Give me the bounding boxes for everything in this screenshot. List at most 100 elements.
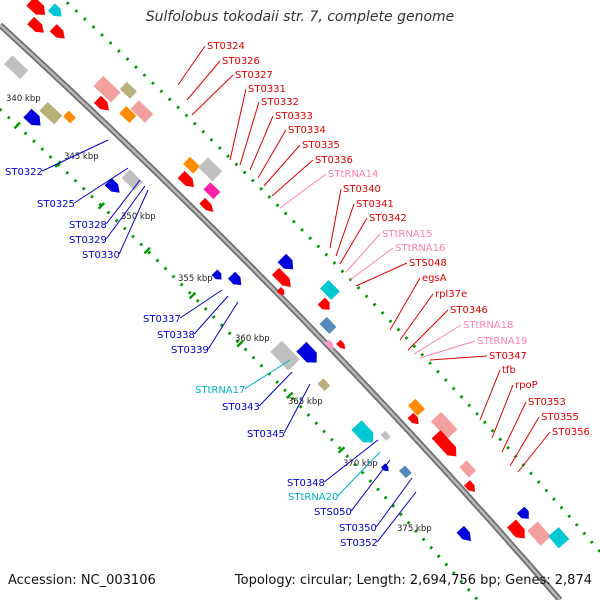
kbp-tick-mark	[97, 202, 106, 210]
feature-label: ST0331	[248, 84, 286, 95]
guide-dot	[589, 540, 594, 545]
leader-line	[339, 217, 368, 265]
leader-line	[249, 115, 274, 171]
guide-dot	[388, 319, 393, 324]
feature-label: STtRNA16	[395, 243, 445, 254]
accession-text: Accession: NC_003106	[8, 573, 156, 588]
guide-dot	[332, 261, 337, 265]
map-title: Sulfolobus tokodaii str. 7, complete gen…	[145, 9, 455, 25]
gene-feature	[464, 480, 476, 492]
gene-feature	[49, 24, 65, 39]
guide-dot	[376, 487, 380, 492]
guide-dot	[406, 520, 411, 525]
guide-dot	[356, 285, 361, 290]
feature-label: ST0350	[339, 523, 377, 534]
guide-dot	[467, 403, 472, 408]
leader-line	[345, 233, 381, 273]
leader-line	[323, 439, 379, 483]
guide-dot	[340, 269, 345, 274]
guide-dot	[466, 587, 471, 592]
feature-label: ST0347	[489, 351, 527, 362]
guide-dot	[108, 41, 113, 45]
guide-dot	[203, 307, 208, 311]
gene-feature	[27, 16, 44, 33]
guide-dot	[451, 571, 456, 575]
leader-line	[179, 289, 223, 319]
gene-feature	[177, 170, 195, 188]
guide-dot	[134, 65, 138, 70]
guide-dot	[131, 234, 135, 239]
guide-dot	[567, 514, 572, 519]
gene-feature	[47, 3, 62, 17]
leader-line	[41, 139, 109, 172]
feature-label: ST0352	[340, 538, 378, 549]
guide-dot	[391, 504, 396, 508]
guide-dot	[192, 121, 197, 126]
gene-feature	[296, 341, 317, 363]
feature-label: tfb	[502, 365, 516, 376]
gene-feature	[119, 81, 137, 99]
guide-dot	[459, 395, 464, 399]
gene-feature	[104, 178, 120, 193]
gene-feature	[431, 430, 457, 457]
kbp-tick-mark	[337, 446, 346, 454]
gene-feature	[548, 527, 570, 549]
leader-line	[329, 188, 342, 249]
gene-feature	[407, 412, 419, 425]
guide-dot	[259, 186, 264, 191]
guide-dot	[142, 73, 147, 78]
gene-feature	[516, 506, 529, 519]
feature-label: ST0342	[369, 213, 407, 224]
feature-label: ST0345	[247, 429, 285, 440]
guide-dot	[368, 479, 373, 483]
gene-feature	[119, 106, 137, 123]
guide-dot	[474, 596, 479, 600]
leader-line	[376, 491, 417, 543]
guide-dot	[147, 250, 152, 255]
gene-feature	[199, 197, 214, 213]
feature-label: STtRNA19	[477, 336, 527, 347]
guide-dot	[383, 495, 388, 500]
guide-dot	[163, 266, 168, 271]
kbp-tick-label: 350 kbp	[121, 212, 156, 222]
backbone-highlight	[0, 24, 561, 600]
leader-line	[375, 477, 413, 528]
leader-line	[335, 203, 355, 257]
gene-feature	[324, 339, 334, 349]
guide-dot	[184, 113, 189, 118]
leader-line	[244, 359, 291, 390]
guide-dot	[353, 462, 357, 467]
leader-line	[257, 129, 287, 179]
guide-dot	[6, 115, 11, 120]
feature-label: STtRNA17	[195, 385, 245, 396]
guide-dot	[559, 505, 564, 510]
guide-dot	[125, 57, 130, 61]
guide-dot	[475, 411, 479, 416]
guide-dot	[364, 294, 369, 299]
gene-feature	[408, 398, 425, 416]
guide-dot	[234, 162, 239, 167]
guide-dot	[106, 210, 111, 215]
leader-line	[207, 301, 239, 350]
guide-dot	[122, 226, 127, 231]
guide-dot	[490, 428, 495, 433]
gene-feature	[527, 521, 551, 546]
leader-line	[271, 159, 314, 197]
feature-label: ST0348	[287, 478, 325, 489]
guide-dot	[337, 446, 342, 450]
feature-label: ST0334	[288, 125, 326, 136]
guide-dot	[316, 244, 321, 249]
leader-line	[501, 401, 527, 453]
feature-label: ST0328	[69, 220, 107, 231]
gene-feature	[430, 411, 458, 439]
gene-feature	[336, 339, 346, 350]
guide-dot	[209, 137, 214, 142]
leader-line	[419, 340, 476, 359]
feature-label: STtRNA18	[463, 320, 513, 331]
guide-dot	[0, 107, 3, 112]
leader-line	[229, 88, 247, 161]
guide-dot	[324, 252, 329, 257]
feature-label: ST0325	[37, 199, 75, 210]
kbp-tick-mark	[188, 291, 197, 300]
